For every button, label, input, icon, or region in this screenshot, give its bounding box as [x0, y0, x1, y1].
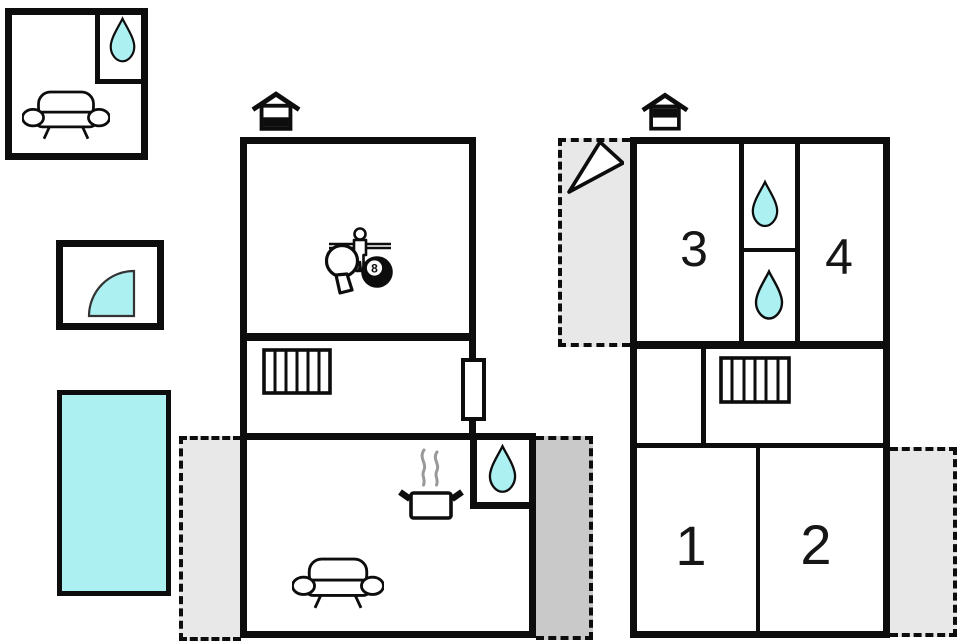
- wall-segment: [744, 248, 795, 252]
- water-drop-icon: [487, 444, 518, 494]
- wall-segment: [630, 341, 890, 349]
- cooking-pot-icon: [398, 446, 464, 520]
- stairs-icon: [719, 356, 791, 404]
- room-3-label: 3: [680, 221, 708, 277]
- water-drop-icon: [750, 179, 780, 229]
- terrace-by-pool: [179, 436, 241, 641]
- wall-segment: [630, 137, 637, 638]
- wall-segment: [5, 8, 148, 15]
- sofa-icon: [292, 552, 384, 612]
- wall-segment: [95, 8, 100, 84]
- wall-segment: [157, 240, 164, 330]
- shower-quarter-icon: [86, 267, 136, 319]
- wall-segment: [630, 443, 890, 448]
- room-4-label: 4: [825, 229, 853, 285]
- wall-segment: [240, 433, 536, 440]
- wall-segment: [630, 137, 890, 144]
- room-1-label: 1: [675, 514, 707, 577]
- wall-segment: [756, 448, 760, 631]
- table-tennis-paddle-icon: [321, 243, 367, 297]
- wall-segment: [240, 631, 536, 638]
- triangle-pointer-icon: [564, 139, 624, 195]
- terrace-right-of-second-floor: [890, 447, 957, 637]
- wall-segment: [240, 137, 247, 638]
- wall-segment: [240, 137, 476, 144]
- wall-segment: [247, 333, 469, 341]
- swimming-pool: [57, 390, 171, 596]
- wall-segment: [56, 323, 164, 330]
- wall-segment: [701, 349, 706, 444]
- wall-segment: [5, 8, 12, 160]
- wall-segment: [739, 144, 744, 342]
- water-drop-icon: [753, 269, 785, 321]
- room-2-label: 2: [800, 513, 832, 576]
- door: [461, 358, 486, 421]
- wall-segment: [95, 79, 148, 84]
- stairs-icon: [262, 348, 332, 395]
- wall-segment: [56, 240, 63, 330]
- wall-segment: [795, 144, 800, 342]
- wall-segment: [470, 502, 536, 509]
- fireplace-icon: [250, 90, 302, 133]
- eight-ball-icon: 8: [360, 255, 394, 289]
- wall-segment: [141, 8, 148, 160]
- wall-segment: [469, 137, 476, 437]
- wall-segment: [630, 631, 890, 638]
- fireplace-icon: [640, 91, 690, 133]
- eight-ball-number: 8: [371, 262, 378, 276]
- main-house-lower-floor: [240, 433, 536, 638]
- wall-segment: [5, 153, 148, 160]
- wall-segment: [529, 433, 536, 638]
- sofa-icon: [22, 86, 110, 142]
- wall-segment: [56, 240, 164, 247]
- wall-segment: [883, 137, 890, 638]
- water-drop-icon: [108, 16, 137, 64]
- terrace-right-of-main-house: [536, 436, 593, 640]
- wall-segment: [470, 440, 477, 507]
